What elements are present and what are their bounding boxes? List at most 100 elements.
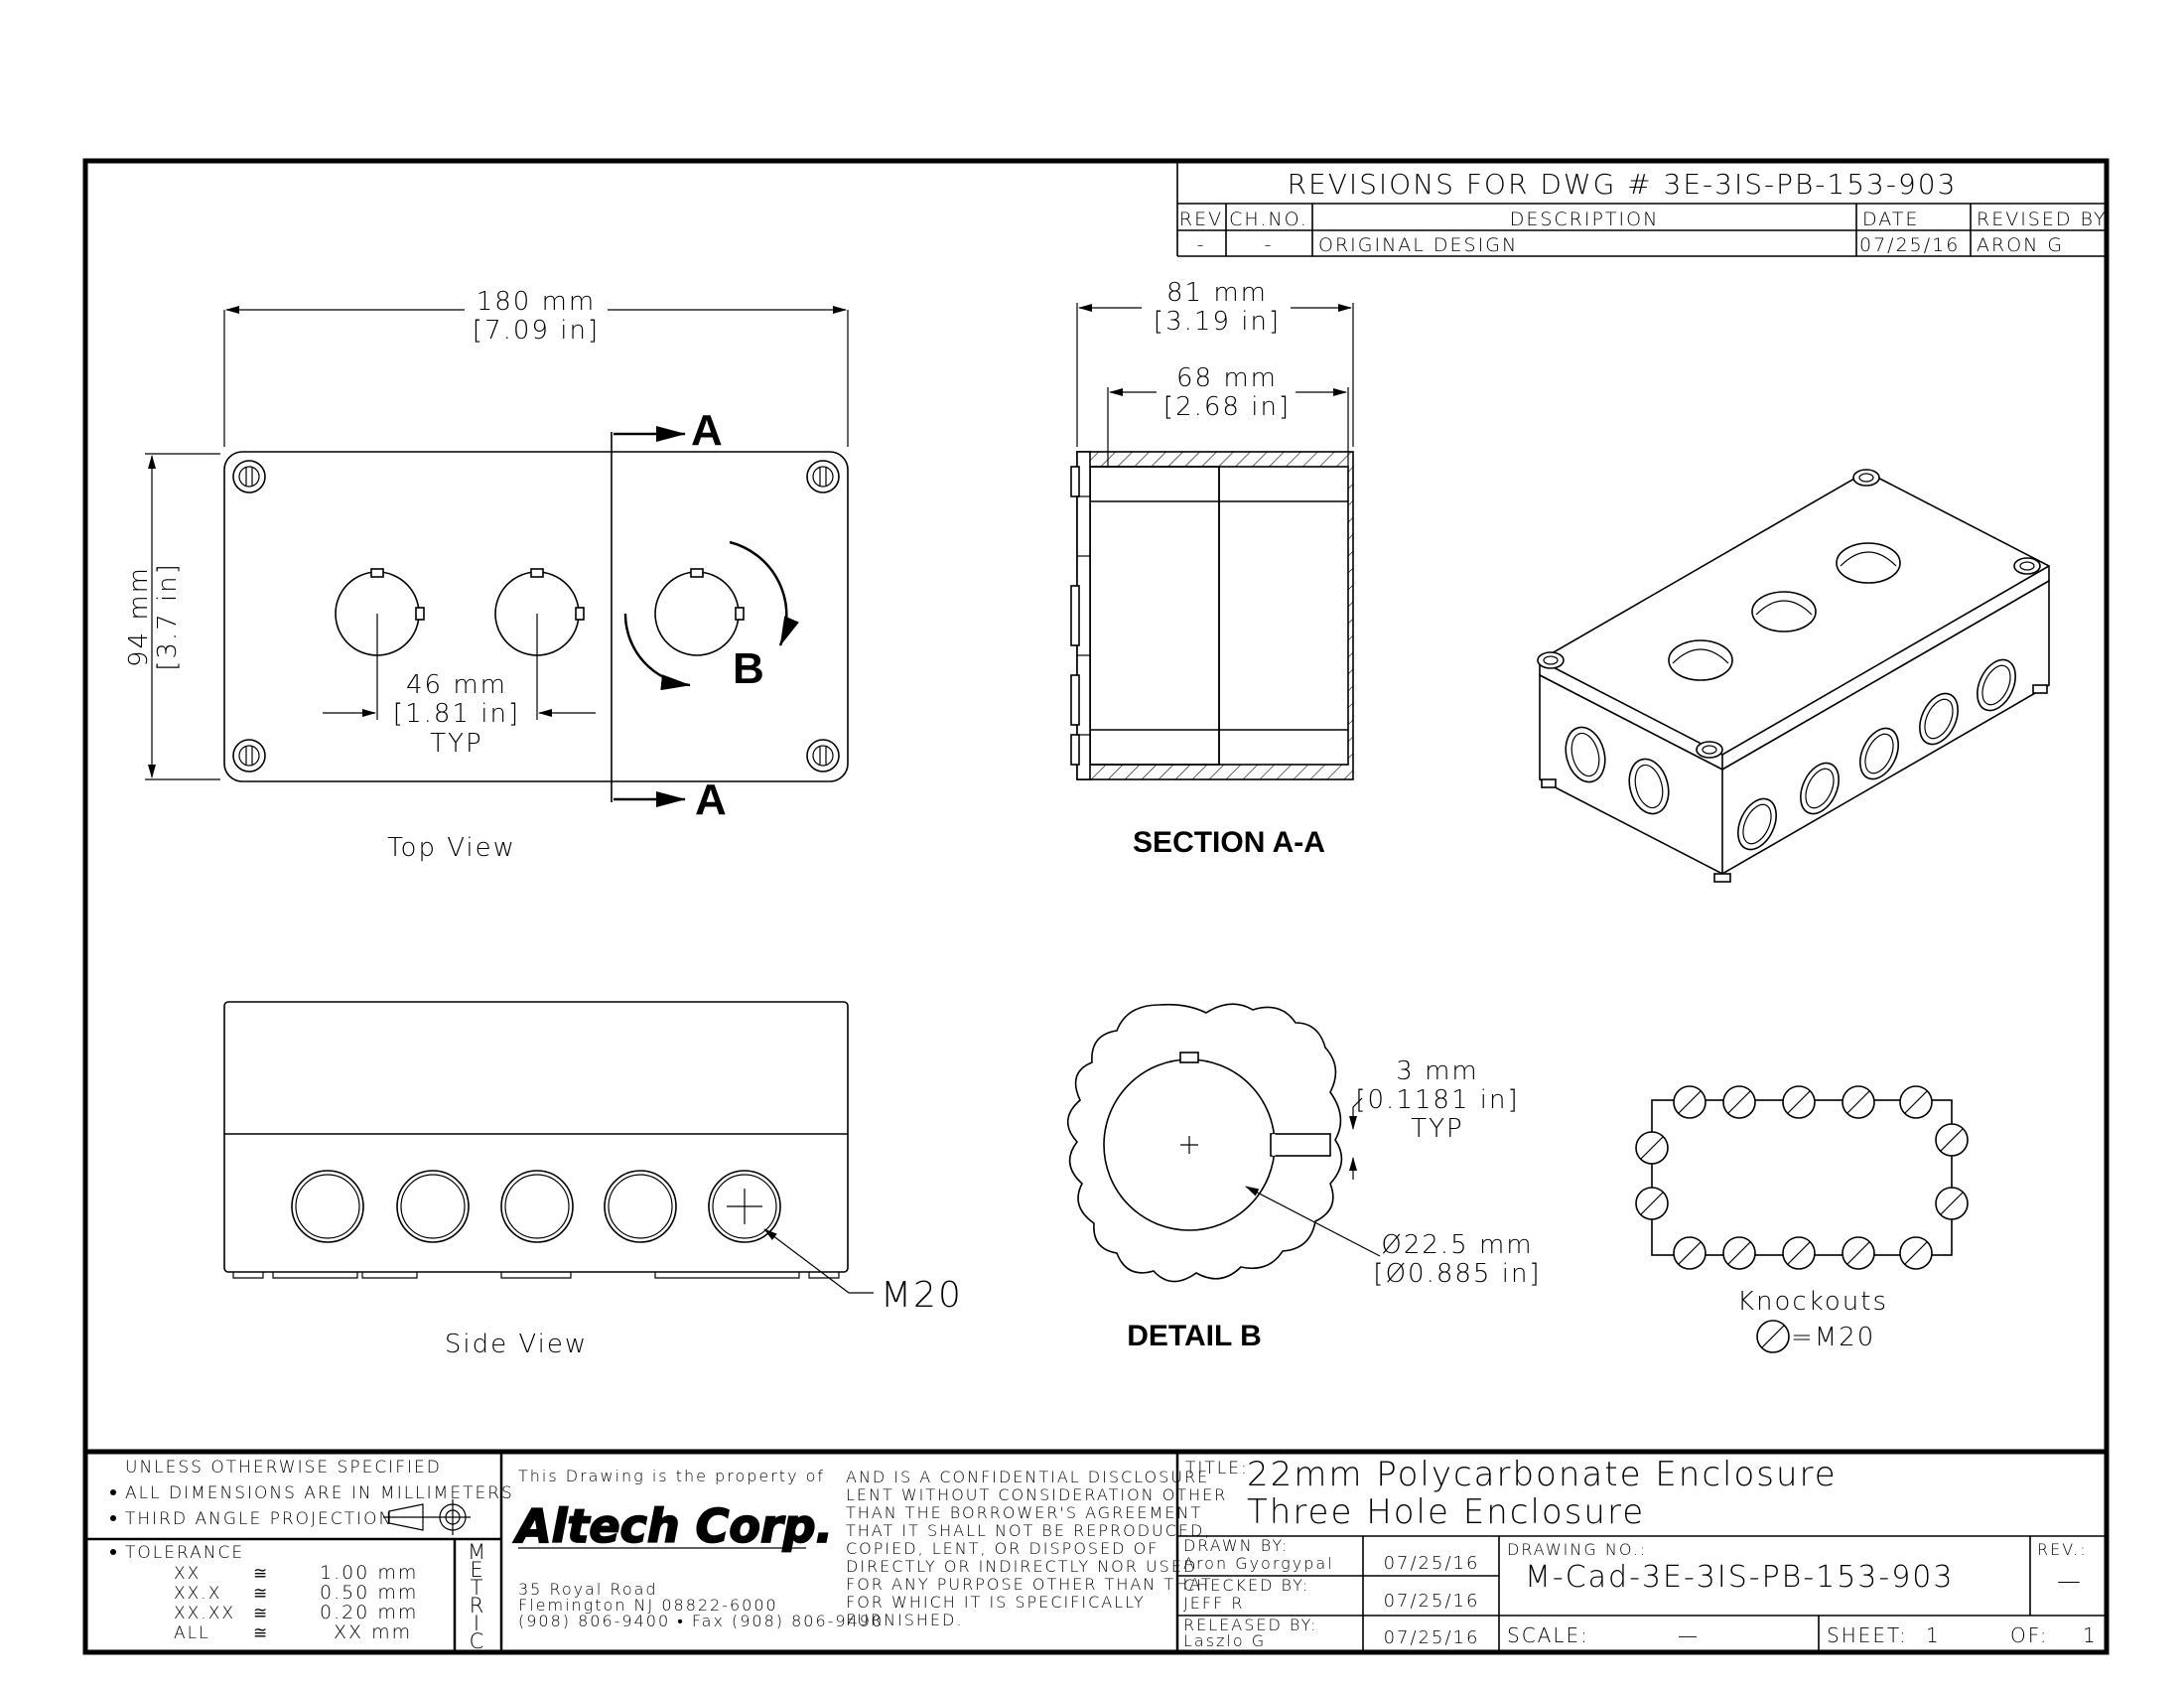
metric-letter: C bbox=[470, 1629, 486, 1653]
knockout-legend-icon bbox=[1756, 1320, 1790, 1353]
chno-cell: - bbox=[1265, 234, 1274, 256]
checked-by: JEFF R bbox=[1183, 1594, 1244, 1613]
scale-label: SCALE: bbox=[1507, 1623, 1589, 1647]
tolerance-value: XX mm bbox=[334, 1621, 412, 1643]
screw-icon bbox=[232, 739, 266, 773]
description-cell: ORIGINAL DESIGN bbox=[1318, 234, 1518, 256]
dim-key-typ: TYP bbox=[1411, 1114, 1463, 1144]
side-view-caption: Side View bbox=[445, 1330, 588, 1359]
tolerance-key: XX.XX bbox=[174, 1604, 235, 1623]
tolerance-symbol: ≅ bbox=[253, 1584, 269, 1604]
property-line: This Drawing is the property of bbox=[518, 1467, 825, 1485]
detail-view-caption: DETAIL B bbox=[1127, 1320, 1262, 1352]
tolerance-value: 1.00 mm bbox=[320, 1562, 418, 1584]
revisions-table: REVISIONS FOR DWG # 3E-3IS-PB-153-903 RE… bbox=[1176, 161, 2108, 257]
knockout-icon bbox=[1635, 1131, 1669, 1165]
knockout-icon bbox=[1673, 1085, 1706, 1119]
metric-letter: M bbox=[468, 1540, 487, 1564]
svg-text:AND IS A CONFIDENTIAL DISC: AND IS A CONFIDENTIAL DISCLOSURE bbox=[846, 1468, 1209, 1486]
dim-inner-mm: 68 mm bbox=[1176, 363, 1278, 393]
drawn-label: DRAWN BY: bbox=[1183, 1536, 1289, 1555]
dim-outer-in: [3.19 in] bbox=[1154, 307, 1281, 337]
company-address1: 35 Royal Road bbox=[518, 1580, 658, 1599]
screw-icon bbox=[232, 460, 266, 493]
tolerance-key: ALL bbox=[174, 1623, 210, 1643]
tolerance-key: XX.X bbox=[174, 1584, 221, 1604]
dim-key-mm: 3 mm bbox=[1396, 1056, 1478, 1086]
svg-text:COPIED, LENT, OR DISPOSED: COPIED, LENT, OR DISPOSED OF bbox=[846, 1539, 1159, 1558]
tolerance-symbol: ≅ bbox=[253, 1564, 269, 1584]
side-view-body bbox=[223, 1001, 849, 1273]
released-date: 07/25/16 bbox=[1384, 1627, 1480, 1648]
metric-letter: R bbox=[470, 1594, 486, 1618]
m20-callout: M20 bbox=[881, 1275, 963, 1316]
tolerance-value: 0.20 mm bbox=[320, 1602, 418, 1623]
section-view-caption: SECTION A-A bbox=[1133, 826, 1325, 859]
tolerance-symbol: ≅ bbox=[253, 1604, 269, 1623]
dim-width-in: [7.09 in] bbox=[473, 316, 600, 346]
keyed-hole-3 bbox=[654, 568, 745, 656]
knockout-icon bbox=[1899, 1236, 1933, 1270]
rev-cell: - bbox=[1197, 234, 1206, 256]
screw-icon bbox=[806, 739, 840, 773]
dim-height-mm: 94 mm bbox=[124, 566, 154, 667]
dim-spacing-mm: 46 mm bbox=[406, 670, 507, 700]
drawing-title-1: 22mm Polycarbonate Enclosure bbox=[1247, 1455, 1838, 1494]
of-label: OF: bbox=[2010, 1623, 2048, 1647]
detail-view: 3 mm [0.1181 in] TYP Ø22.5 mm [Ø0.885 in… bbox=[1066, 1003, 1541, 1352]
dim-key-in: [0.1181 in] bbox=[1355, 1085, 1519, 1115]
metric-letter: T bbox=[471, 1576, 485, 1600]
section-view: 81 mm [3.19 in] 68 mm [2.68 in] SECTION … bbox=[1070, 278, 1354, 859]
checked-date: 07/25/16 bbox=[1384, 1591, 1480, 1612]
of-value: 1 bbox=[2083, 1623, 2098, 1647]
checked-label: CHECKED BY: bbox=[1183, 1576, 1309, 1595]
detail-marker: B bbox=[733, 644, 764, 693]
drawn-date: 07/25/16 bbox=[1384, 1553, 1480, 1574]
revised-by-header: REVISED BY bbox=[1977, 209, 2108, 230]
tolerance-value: 0.50 mm bbox=[320, 1582, 418, 1604]
svg-text:LENT WITHOUT CONSIDERATION: LENT WITHOUT CONSIDERATION OTHER bbox=[846, 1485, 1227, 1504]
rev-header: REV bbox=[1179, 209, 1223, 230]
knockout-icon bbox=[1935, 1123, 1969, 1157]
title-label: TITLE: bbox=[1185, 1459, 1249, 1478]
section-marker-top: A bbox=[691, 406, 723, 455]
title-block: UNLESS OTHERWISE SPECIFIED ALL DIMENSION… bbox=[85, 1449, 2107, 1653]
svg-text:FOR WHICH IT IS SPECIFICAL: FOR WHICH IT IS SPECIFICALLY bbox=[846, 1593, 1146, 1612]
disclosure-text: AND IS A CONFIDENTIAL DISCLOSURE LENT WI… bbox=[846, 1468, 1227, 1629]
svg-text:DIRECTLY OR INDIRECTLY NOR: DIRECTLY OR INDIRECTLY NOR USED bbox=[846, 1557, 1197, 1576]
knockout-icon bbox=[1842, 1236, 1875, 1270]
knockouts-view: Knockouts =M20 bbox=[1635, 1085, 1969, 1353]
keyed-hole-1 bbox=[335, 568, 425, 656]
tolerance-symbol: ≅ bbox=[253, 1623, 269, 1643]
dim-height-in: [3.7 in] bbox=[153, 562, 183, 671]
company-logo: Altech Corp. bbox=[513, 1499, 833, 1553]
dim-diameter-in: [Ø0.885 in] bbox=[1373, 1259, 1541, 1289]
top-view: 180 mm [7.09 in] 94 mm [3.7 in] 46 mm [1… bbox=[124, 287, 849, 863]
knockouts-legend: =M20 bbox=[1791, 1323, 1875, 1352]
chno-header: CH.NO. bbox=[1229, 209, 1308, 230]
dim-spacing-in: [1.81 in] bbox=[393, 699, 520, 729]
third-angle-projection-icon bbox=[383, 1499, 471, 1535]
rev-value: — bbox=[2057, 1567, 2083, 1595]
notes-line3: THIRD ANGLE PROJECTION bbox=[125, 1509, 393, 1529]
svg-text:THAN THE BORROWER'S AGREEME: THAN THE BORROWER'S AGREEMENT bbox=[846, 1503, 1202, 1522]
svg-text:FOR ANY PURPOSE OTHER THAN: FOR ANY PURPOSE OTHER THAN THAT bbox=[846, 1575, 1213, 1594]
sheet-value: 1 bbox=[1926, 1623, 1941, 1647]
side-view: M20 Side View bbox=[223, 1001, 963, 1359]
description-header: DESCRIPTION bbox=[1510, 209, 1660, 230]
knockout-icon bbox=[1782, 1236, 1816, 1270]
notes-line1: UNLESS OTHERWISE SPECIFIED bbox=[125, 1458, 442, 1477]
knockout-icon bbox=[1782, 1085, 1816, 1119]
svg-text:THAT IT SHALL NOT BE REPR: THAT IT SHALL NOT BE REPRODUCED, bbox=[846, 1521, 1211, 1540]
tolerance-label: TOLERANCE bbox=[125, 1543, 244, 1563]
isometric-view bbox=[1537, 469, 2050, 883]
metric-letter: I bbox=[474, 1612, 481, 1635]
knockout-icon bbox=[1722, 1085, 1756, 1119]
dim-spacing-typ: TYP bbox=[430, 729, 482, 759]
dim-width-mm: 180 mm bbox=[477, 287, 597, 317]
company-address2: Flemington NJ 08822-6000 bbox=[518, 1596, 778, 1615]
sheet-label: SHEET: bbox=[1827, 1623, 1908, 1647]
date-cell: 07/25/16 bbox=[1859, 234, 1960, 256]
dim-diameter-mm: Ø22.5 mm bbox=[1381, 1230, 1533, 1260]
